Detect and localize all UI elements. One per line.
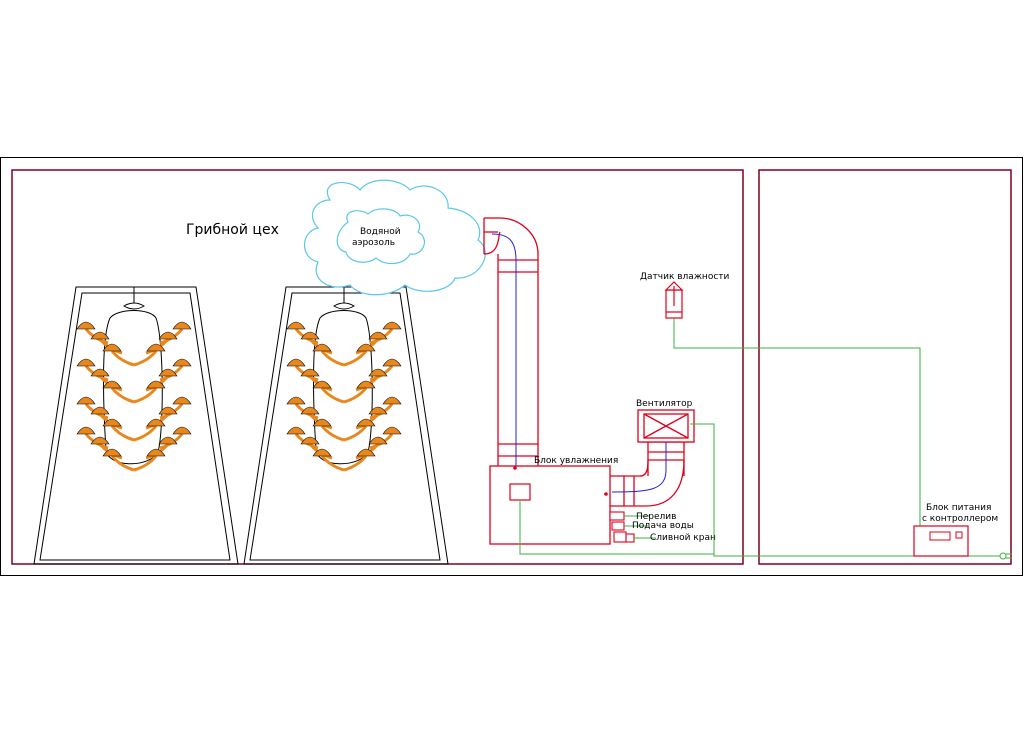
control-wires <box>519 318 1000 557</box>
grow-bag-right <box>313 287 373 465</box>
humidifier-display <box>509 483 531 501</box>
control-room <box>758 169 1012 565</box>
power-plug <box>999 552 1012 560</box>
humidity-sensor <box>664 281 684 319</box>
mushroom-cap <box>286 321 319 345</box>
fan-label: Вентилятор <box>636 399 693 409</box>
flow-line <box>491 233 517 466</box>
mushroom-cap <box>312 380 345 404</box>
aerosol-label-1: Водяной <box>360 227 401 237</box>
humidifier-port-right <box>604 492 608 496</box>
workshop-title: Грибной цех <box>186 222 279 238</box>
fan-duct <box>610 441 690 507</box>
mushroom-cap <box>343 448 376 472</box>
humidity-sensor-label: Датчик влажности <box>640 272 730 282</box>
mushroom-cap <box>343 380 376 404</box>
aerosol-duct <box>483 217 539 466</box>
mushroom-cap <box>312 418 345 442</box>
mushroom-cap <box>76 321 109 345</box>
mushroom-cap <box>159 358 192 382</box>
fan-flow-line <box>611 412 667 493</box>
grow-bag-left <box>103 287 163 465</box>
controller-display <box>929 531 951 541</box>
power-block-label-2: с контроллером <box>922 514 998 524</box>
power-block-label-1: Блок питания <box>926 503 991 513</box>
water-lines <box>624 515 656 539</box>
mushroom-cap <box>286 426 319 450</box>
mushroom-cap <box>369 358 402 382</box>
outer-frame <box>0 157 1023 576</box>
mushroom-cap <box>102 448 135 472</box>
mushroom-cap <box>102 343 135 367</box>
mushroom-cap <box>312 448 345 472</box>
fan-unit <box>637 409 695 443</box>
power-controller-block <box>913 525 969 557</box>
mushroom-cap <box>102 418 135 442</box>
mushroom-cap <box>133 343 166 367</box>
mushroom-cap <box>76 426 109 450</box>
mushroom-cap <box>343 343 376 367</box>
aerosol-cloud <box>303 179 486 296</box>
mushroom-cap <box>159 396 192 420</box>
mushroom-clusters <box>76 321 402 472</box>
mushroom-cap <box>159 426 192 450</box>
mushroom-cap <box>369 321 402 345</box>
mushroom-cap <box>369 396 402 420</box>
humidifier-port-left <box>513 466 517 470</box>
mushroom-cap <box>102 380 135 404</box>
mushroom-cap <box>159 321 192 345</box>
mushroom-cap <box>133 418 166 442</box>
drain-valve-label: Сливной кран <box>650 533 716 543</box>
mushroom-cap <box>312 343 345 367</box>
humidifier-label: Блок увлажнения <box>534 456 618 466</box>
rack-left <box>33 286 239 565</box>
mushroom-cap <box>133 448 166 472</box>
mushroom-cap <box>369 426 402 450</box>
aerosol-label-2: аэрозоль <box>352 238 395 248</box>
overflow-label: Перелив <box>636 512 676 522</box>
mushroom-cap <box>343 418 376 442</box>
mushroom-cap <box>133 380 166 404</box>
water-supply-label: Подача воды <box>632 521 694 531</box>
controller-button <box>955 531 963 539</box>
humidifier-block <box>489 465 611 545</box>
